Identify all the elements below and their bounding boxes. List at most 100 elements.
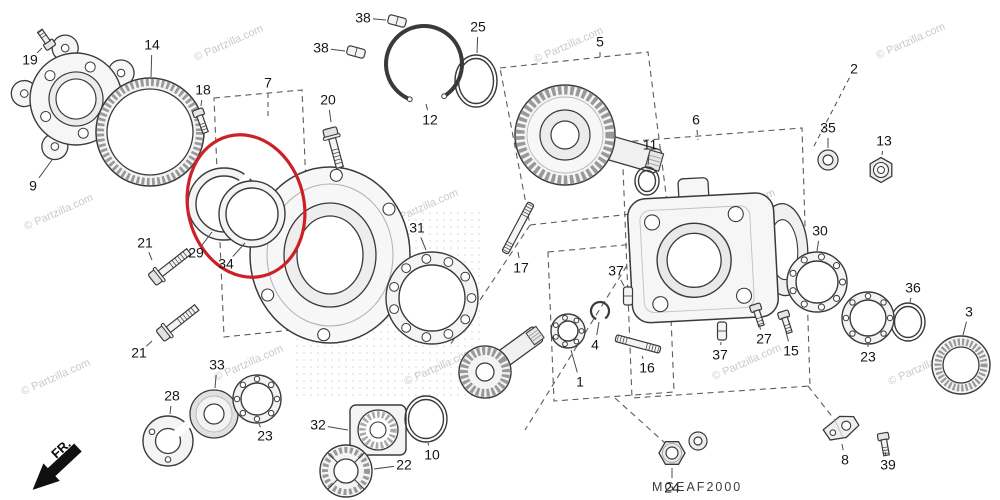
part-label-3[interactable]: 3 [965, 304, 973, 320]
part-label-21[interactable]: 21 [131, 345, 147, 361]
part-label-1[interactable]: 1 [576, 374, 584, 390]
bolt-18 [191, 107, 210, 135]
part-label-9[interactable]: 9 [29, 178, 37, 194]
o-ring-10 [404, 395, 448, 443]
part-label-2[interactable]: 2 [850, 61, 858, 77]
part-label-5[interactable]: 5 [596, 34, 604, 50]
part-label-10[interactable]: 10 [424, 447, 440, 463]
flat-washer [688, 431, 708, 451]
dowel-pin-38a [387, 14, 407, 28]
part-label-17[interactable]: 17 [513, 260, 529, 276]
part-label-25[interactable]: 25 [470, 19, 486, 35]
bearing-30 [786, 251, 848, 313]
construction-line-dashed [614, 397, 667, 445]
oil-seal-33 [189, 389, 239, 439]
bearing-23b [232, 374, 282, 424]
leader-line [200, 99, 203, 107]
part-label-13[interactable]: 13 [876, 133, 892, 149]
part-label-16[interactable]: 16 [639, 360, 655, 376]
part-label-4[interactable]: 4 [591, 337, 599, 353]
bearing-23a [841, 291, 895, 345]
part-label-38[interactable]: 38 [313, 40, 329, 56]
part-label-15[interactable]: 15 [783, 343, 799, 359]
snap-ring-12 [384, 24, 464, 103]
leader-line [811, 77, 850, 151]
part-label-20[interactable]: 20 [320, 92, 336, 108]
part-label-31[interactable]: 31 [409, 220, 425, 236]
part-label-34[interactable]: 34 [218, 256, 234, 272]
watermark-text: © Partzilla.com [22, 192, 95, 233]
part-label-6[interactable]: 6 [692, 112, 700, 128]
leader-line [841, 443, 844, 451]
part-label-23[interactable]: 23 [257, 428, 273, 444]
part-label-37[interactable]: 37 [712, 347, 728, 363]
part-label-19[interactable]: 19 [22, 52, 38, 68]
part-label-36[interactable]: 36 [905, 280, 921, 296]
leader-line [214, 374, 217, 389]
cap-nut-13 [869, 156, 893, 184]
leader-line [427, 442, 430, 446]
leader-line [909, 297, 912, 303]
leader-line [881, 150, 884, 156]
pinion-gear [458, 325, 545, 399]
bearing-31 [385, 251, 479, 345]
part-label-29[interactable]: 29 [188, 245, 204, 261]
leader-line [884, 451, 887, 456]
part-label-21[interactable]: 21 [137, 235, 153, 251]
circlip-4 [589, 300, 611, 321]
leader-line [758, 324, 762, 330]
leader-line [258, 423, 261, 428]
stud-bolt-16 [614, 334, 662, 354]
leader-line [962, 321, 967, 336]
fr-arrow-icon [32, 443, 82, 490]
final-gear-5 [514, 84, 665, 186]
part-label-22[interactable]: 22 [396, 457, 412, 473]
part-label-32[interactable]: 32 [310, 417, 326, 433]
washer-35 [817, 149, 839, 171]
leader-line [476, 36, 479, 54]
leader-line [816, 240, 820, 252]
o-ring-34 [218, 180, 286, 248]
part-label-18[interactable]: 18 [195, 82, 211, 98]
leader-line [232, 242, 246, 257]
part-label-23[interactable]: 23 [860, 349, 876, 365]
part-label-28[interactable]: 28 [164, 388, 180, 404]
leader-line [169, 405, 172, 415]
part-label-8[interactable]: 8 [841, 452, 849, 468]
leader-line [327, 426, 349, 431]
bolt-39 [876, 431, 890, 457]
leader-line [647, 154, 650, 166]
tone-ring-14 [95, 77, 205, 187]
leader-line [373, 465, 395, 470]
leader-line [696, 129, 699, 141]
part-label-12[interactable]: 12 [422, 112, 438, 128]
part-label-11[interactable]: 11 [643, 137, 658, 153]
part-label-7[interactable]: 7 [264, 75, 272, 91]
leader-line [372, 18, 387, 21]
o-ring-36 [890, 302, 926, 342]
highlight-ellipse [185, 133, 307, 279]
leader-line [201, 231, 213, 246]
part-label-39[interactable]: 39 [880, 457, 896, 473]
part-label-35[interactable]: 35 [820, 120, 836, 136]
part-label-24[interactable]: 24 [664, 480, 680, 496]
part-label-27[interactable]: 27 [756, 331, 772, 347]
gear-case-6 [627, 177, 809, 324]
part-label-33[interactable]: 33 [209, 357, 225, 373]
diagram-code: MGEAF2000 [652, 480, 742, 494]
part-label-30[interactable]: 30 [812, 223, 828, 239]
leader-line [146, 340, 153, 347]
leader-line [620, 279, 625, 287]
part-label-38[interactable]: 38 [355, 10, 371, 26]
stud-bolt-17 [501, 201, 535, 255]
part-label-37[interactable]: 37 [608, 263, 624, 279]
lock-washer-28 [142, 415, 194, 467]
watermark-text: © Partzilla.com [874, 21, 947, 62]
watermark-text: © Partzilla.com [532, 25, 605, 66]
part-label-14[interactable]: 14 [144, 37, 160, 53]
lock-nut-22 [319, 444, 373, 498]
dowel-pin-37a [622, 286, 634, 306]
watermark-text: © Partzilla.com [192, 23, 265, 64]
